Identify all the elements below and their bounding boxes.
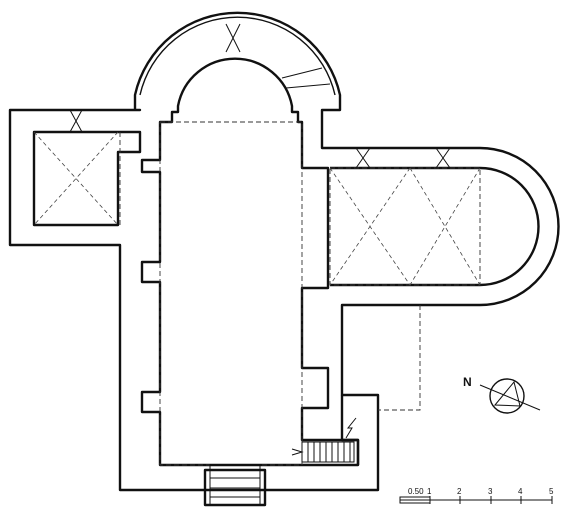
staircase-outline [301,441,355,463]
east-chapel-window-2 [435,147,451,169]
outer-wall-outline [8,11,560,492]
staircase [291,417,357,463]
entrance-steps [203,464,267,507]
east-chapel-vault-outline [329,167,481,286]
east-chapel-window-1 [355,147,371,169]
stair-arrow [291,448,304,456]
scale-label-0-50: 0.50 [408,487,424,496]
nave-inner-wall [140,57,360,467]
stair-break-line [345,417,357,439]
east-vault-diagonal-2 [329,167,411,286]
south-annex-outline [378,305,421,411]
outer-walls [8,11,560,492]
nave-vault-outline [159,121,303,466]
east-chapel-inner-wall [330,166,540,287]
scale-label-1: 1 [427,487,432,496]
north-arrow-circle [489,378,525,414]
inner-walls [32,57,540,467]
entrance-threshold [203,488,267,507]
north-arrow-pointer [493,380,521,407]
scale-label-3: 3 [488,487,493,496]
east-vault-diagonal-3 [409,167,481,286]
scale-bar: 0.50 1 2 3 4 5 [399,487,554,504]
vault-diagonals [33,131,481,286]
west-window [69,109,83,133]
east-vault-diagonal-4 [409,167,481,286]
scale-label-5: 5 [549,487,554,496]
scale-ticks [429,496,553,504]
north-label: N [463,375,472,389]
hidden-lines [119,121,481,466]
windows [69,23,451,169]
scale-label-2: 2 [457,487,462,496]
stair-treads [307,442,351,462]
scale-label-4: 4 [518,487,523,496]
north-arrow: N [463,375,541,414]
apse-window-east [281,67,331,89]
north-apse-outer-line [139,16,336,96]
south-east-room-wall [340,395,360,465]
apse-window-north [225,23,241,53]
west-chapel-inner-wall [32,130,142,227]
north-arrow-axis [479,384,541,411]
